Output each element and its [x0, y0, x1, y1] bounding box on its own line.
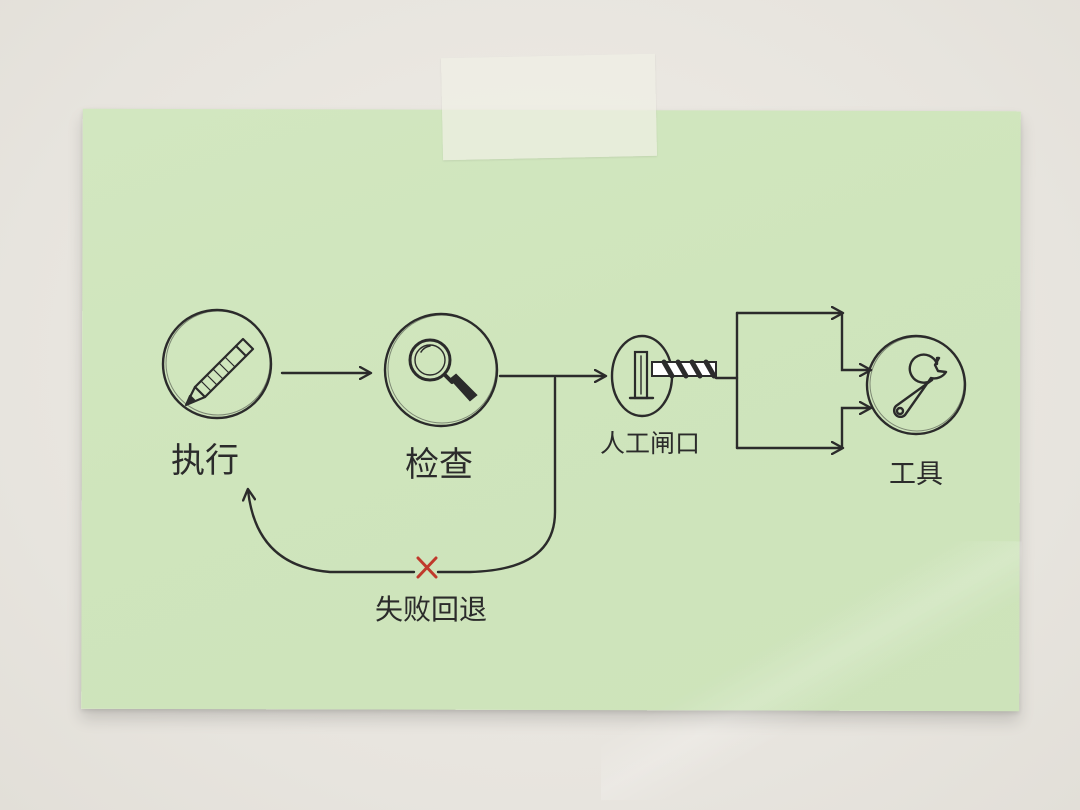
barrier-gate-icon — [628, 350, 717, 400]
fallback-label: 失败回退 — [375, 593, 488, 626]
execute-node — [161, 308, 273, 420]
check-node — [383, 312, 499, 428]
execute-label: 执行 — [171, 441, 239, 481]
tools-label: 工具 — [889, 459, 943, 490]
check-circle — [383, 312, 499, 428]
wrench-icon — [893, 353, 948, 418]
tools-circle — [865, 334, 967, 436]
tools-node — [865, 334, 967, 436]
magnifier-icon — [408, 338, 478, 402]
gate-node — [610, 334, 717, 418]
branch-connector — [714, 313, 870, 448]
pencil-icon — [184, 337, 255, 407]
gate-label: 人工闸口 — [600, 429, 701, 458]
execute-circle — [161, 308, 273, 420]
check-label: 检查 — [405, 445, 473, 485]
fallback-line-right — [436, 376, 557, 574]
fallback-arrow-left — [248, 490, 416, 574]
x-mark-icon — [416, 556, 438, 579]
